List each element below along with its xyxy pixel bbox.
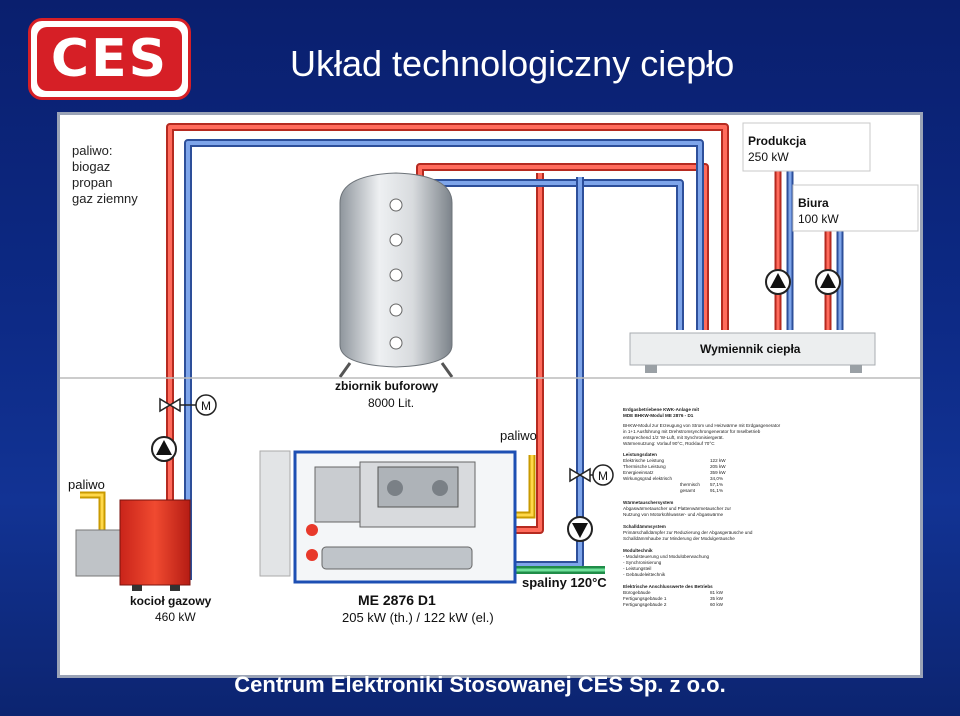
spec-row-label: Elektrische Leistung xyxy=(623,458,665,463)
thermometer-icon xyxy=(389,336,403,350)
diagram-panel: paliwo: biogaz propan gaz ziemny Produkc… xyxy=(57,112,923,678)
spec-row-label: Bürogebäude xyxy=(623,590,651,595)
fuel-list-item: propan xyxy=(72,175,112,190)
consumer-offices: Biura 100 kW xyxy=(792,184,919,232)
buffer-tank-volume: 8000 Lit. xyxy=(368,396,414,410)
chp-unit xyxy=(259,450,517,584)
chp-model: ME 2876 D1 xyxy=(358,592,436,608)
chp-power: 205 kW (th.) / 122 kW (el.) xyxy=(342,610,494,625)
spec-line: Abgaswärmetauscher und Plattenwärmetausc… xyxy=(623,506,731,511)
spec-row-value: 122 kW xyxy=(710,458,726,463)
fuel-list: paliwo: biogaz propan gaz ziemny xyxy=(72,143,138,206)
valve-motor-label: M xyxy=(598,469,608,483)
spec-section: Leistungsdaten xyxy=(623,452,657,457)
spec-line: Primärschalldämpfer zur Reduzierung der … xyxy=(623,530,753,535)
spec-row-value: 81 kW xyxy=(710,590,724,595)
fuel-list-item: gaz ziemny xyxy=(72,191,138,206)
buffer-tank-name: zbiornik buforowy xyxy=(335,379,439,393)
consumer-name: Produkcja xyxy=(748,134,806,148)
fuel-list-item: paliwo: xyxy=(72,143,112,158)
fuel-list-item: biogaz xyxy=(72,159,110,174)
spec-line: - Gebäudeleittechnik xyxy=(623,572,666,577)
heat-exchanger: Wymiennik ciepła xyxy=(629,332,876,373)
spec-line: - Synchronisierung xyxy=(623,560,662,565)
spec-section: Modultechnik xyxy=(623,548,653,553)
motor-valve-icon: M xyxy=(569,464,614,486)
spec-row-label: Wirkungsgrad elektrisch xyxy=(623,476,672,481)
spec-line: entsprechend 1/2 ‘W-Luft, mit Synchronis… xyxy=(623,435,724,440)
gas-boiler xyxy=(75,499,191,591)
spec-row-value: 35 kW xyxy=(710,596,724,601)
spec-section: Elektrische Anschlusswerte des Betriebs xyxy=(623,584,713,589)
boiler-power: 460 kW xyxy=(155,610,196,624)
consumer-production: Produkcja 250 kW xyxy=(742,122,871,172)
spec-line: - Leistungsteil xyxy=(623,566,651,571)
motor-valve-icon: M xyxy=(159,394,217,416)
footer-company: Centrum Elektroniki Stosowanej CES Sp. z… xyxy=(234,672,726,697)
spec-section: Wärmetauschersystem xyxy=(623,500,673,505)
pump-icon xyxy=(815,269,841,295)
fuel-label: paliwo xyxy=(68,477,105,492)
thermometer-icon xyxy=(389,303,403,317)
spec-heading: Erdgasbetriebene KWK-Anlage mit xyxy=(623,407,700,412)
pump-icon xyxy=(765,269,791,295)
spec-row-value: 91,1% xyxy=(710,488,723,493)
boiler-name: kocioł gazowy xyxy=(130,594,212,608)
spec-line: Schalldämmhaube zur Minderung der Modulg… xyxy=(623,536,735,541)
thermometer-icon xyxy=(389,233,403,247)
spec-row-value: 34,0% xyxy=(710,476,723,481)
exhaust-label: spaliny 120°C xyxy=(522,575,607,590)
spec-row-value: 57,1% xyxy=(710,482,723,487)
spec-row-value: 205 kW xyxy=(710,464,726,469)
spec-section: Schalldämmsystem xyxy=(623,524,666,529)
engine-icon xyxy=(377,466,459,508)
spec-row-value: 60 kW xyxy=(710,602,724,607)
spec-heading: MDE BHKW-Modul ME 2876 - D1 xyxy=(623,413,694,418)
heat-exchanger-label: Wymiennik ciepła xyxy=(700,342,801,356)
page-title: Układ technologiczny ciepło xyxy=(290,43,735,84)
heat-scheme-diagram: paliwo: biogaz propan gaz ziemny Produkc… xyxy=(60,122,920,625)
valve-motor-label: M xyxy=(201,399,211,413)
spec-line: Wärmenutzung: Vorlauf 90°C, Rücklauf 70°… xyxy=(623,441,715,446)
pump-icon xyxy=(151,436,177,462)
spec-line: - Modulsteuerung und Modulüberwachung xyxy=(623,554,710,559)
consumer-power: 100 kW xyxy=(798,212,839,226)
spec-row-value: 359 kW xyxy=(710,470,726,475)
spec-line: in 1+1 Ausführung mit Drehstromsynchrong… xyxy=(623,429,761,434)
spec-row-label: Fertigungsgebäude 1 xyxy=(623,596,667,601)
spec-line: Nutzung von Motorkühlwasser- und Abgaswä… xyxy=(623,512,724,517)
buffer-tank xyxy=(338,172,454,378)
thermometer-icon xyxy=(389,268,403,282)
pump-icon xyxy=(567,516,593,542)
fuel-label: paliwo xyxy=(500,428,537,443)
spec-row-label: Fertigungsgebäude 2 xyxy=(623,602,667,607)
thermometer-icon xyxy=(389,198,403,212)
spec-row-label: gesamt xyxy=(680,488,696,493)
consumer-name: Biura xyxy=(798,196,829,210)
spec-row-label: thermisch xyxy=(680,482,700,487)
spec-row-label: Energieeinsatz xyxy=(623,470,654,475)
ces-logo: CES xyxy=(28,18,191,100)
spec-sheet: Erdgasbetriebene KWK-Anlage mit MDE BHKW… xyxy=(623,407,781,607)
spec-row-label: Thermische Leistung xyxy=(623,464,666,469)
spec-line: BHKW-Modul zur Erzeugung von Strom und H… xyxy=(623,423,781,428)
gas-pipes xyxy=(80,455,536,530)
consumer-power: 250 kW xyxy=(748,150,789,164)
logo-text: CES xyxy=(37,27,182,91)
cold-pipes xyxy=(184,139,844,580)
